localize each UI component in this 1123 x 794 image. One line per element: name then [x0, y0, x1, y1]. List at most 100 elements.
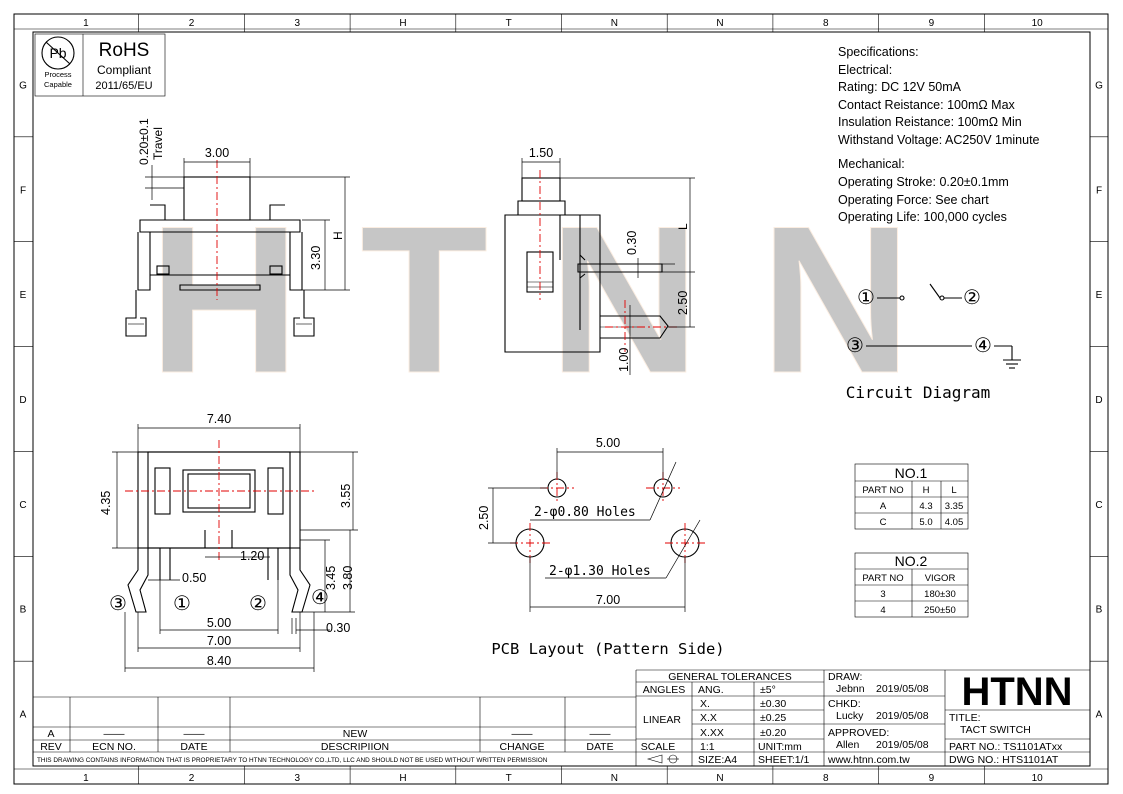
grid-row-label: G	[1095, 80, 1103, 91]
grid-column-label: H	[399, 773, 406, 784]
part-number: PART NO.: TS1101ATxx	[949, 741, 1063, 753]
pcb-caption: PCB Layout (Pattern Side)	[491, 640, 724, 658]
date2-value: ——	[590, 728, 612, 740]
scale-label: SCALE	[641, 741, 675, 753]
grid-column-label: 10	[1032, 18, 1044, 29]
dim-bottom-435: 4.35	[99, 491, 113, 515]
approved-name: Allen	[836, 739, 860, 751]
spec-electrical-heading: Electrical:	[838, 63, 892, 77]
scale-value: 1:1	[700, 741, 715, 753]
ecn-value: ——	[104, 728, 126, 740]
grid-column-label: T	[506, 773, 512, 784]
change-header: CHANGE	[500, 741, 545, 753]
dim-front-width: 3.00	[205, 146, 229, 160]
draw-name: Jebnn	[836, 683, 865, 695]
rev-header: REV	[40, 741, 62, 753]
draw-label: DRAW:	[828, 671, 862, 683]
front-view: 0.20±0.1 Travel 3.00 3.30 H	[125, 118, 350, 337]
dim-side-l: L	[676, 223, 690, 230]
rev-value: A	[47, 728, 54, 740]
spec-electrical-line: Contact Reistance: 100mΩ Max	[838, 98, 1016, 112]
spec-mechanical-line: Operating Life: 100,000 cycles	[838, 210, 1007, 224]
approved-date: 2019/05/08	[876, 739, 929, 751]
table-no1-cell: 5.0	[919, 517, 932, 528]
rohs-line-1: Compliant	[97, 63, 152, 77]
table-no1-title: NO.1	[895, 465, 928, 481]
table-no2-header: PART NO	[862, 573, 903, 584]
circuit-diagram: ① ② ③ ④ Circuit Diagram	[846, 283, 1021, 402]
website: www.htnn.com.tw	[827, 754, 910, 766]
date-value: ——	[184, 728, 206, 740]
dim-bottom-355: 3.55	[339, 484, 353, 508]
grid-column-label: 3	[294, 18, 300, 29]
pb-symbol: Pb	[49, 45, 66, 61]
drawing-number: DWG NO.: HTS1101AT	[949, 754, 1059, 766]
dim-side-width: 1.50	[529, 146, 553, 160]
grid-column-label: 9	[929, 773, 935, 784]
bottom-pin-1: ①	[173, 593, 191, 615]
circuit-caption: Circuit Diagram	[846, 383, 991, 402]
ecn-header: ECN NO.	[92, 741, 136, 753]
draw-date: 2019/05/08	[876, 683, 929, 695]
grid-column-label: 1	[83, 773, 89, 784]
table-no1-cell: 4.05	[945, 517, 964, 528]
table-no1-cell: 3.35	[945, 501, 964, 512]
grid-row-label: F	[1096, 185, 1102, 196]
linear-xx: X.X	[700, 712, 717, 724]
description-header: DESCRIPIION	[321, 741, 389, 753]
spec-electrical-line: Withstand Voltage: AC250V 1minute	[838, 133, 1040, 147]
dim-bottom-500: 5.00	[207, 616, 231, 630]
linear-x-value: ±0.30	[760, 698, 786, 710]
linear-xxx-value: ±0.20	[760, 727, 786, 739]
grid-row-label: D	[1095, 395, 1102, 406]
chkd-name: Lucky	[836, 710, 864, 722]
grid-column-label: 3	[294, 773, 300, 784]
watermark: HTNN	[148, 182, 912, 418]
table-no1-header: L	[951, 485, 956, 496]
title-value: TACT SWITCH	[960, 724, 1031, 736]
side-view: 1.50 L 0.30 2.50 1.00	[504, 146, 695, 375]
grid-column-label: 9	[929, 18, 935, 29]
projection-icon	[646, 754, 679, 764]
title-label: TITLE:	[949, 712, 981, 724]
change-value: ——	[512, 728, 534, 740]
unit-value: UNIT:mm	[758, 741, 802, 753]
pcb-layout: 5.00 2.50 7.00 2-φ0.80 Holes 2-φ1.30 Hol…	[477, 436, 725, 658]
dim-bottom-740: 7.40	[207, 412, 231, 426]
grid-column-label: 2	[189, 773, 195, 784]
table-no2: NO.2 PART NO VIGOR 3 180±30 4 250±50	[854, 552, 969, 618]
pb-caption-2: Capable	[44, 80, 72, 89]
table-no2-title: NO.2	[895, 553, 928, 569]
table-no2-cell: 4	[880, 605, 885, 616]
title-block: HTNN TITLE: TACT SWITCH PART NO.: TS1101…	[945, 670, 1090, 766]
grid-column-label: H	[399, 18, 406, 29]
date2-header: DATE	[586, 741, 613, 753]
spec-mechanical-heading: Mechanical:	[838, 157, 905, 171]
table-no1-header: H	[923, 485, 930, 496]
linear-xx-value: ±0.25	[760, 712, 786, 724]
circuit-pin-3: ③	[846, 335, 864, 357]
grid-row-label: C	[19, 500, 26, 511]
approvals-block: DRAW: Jebnn 2019/05/08 CHKD: Lucky 2019/…	[824, 670, 1090, 766]
grid-column-label: T	[506, 18, 512, 29]
dim-bottom-050: 0.50	[182, 571, 206, 585]
table-no1: NO.1 PART NO H L A 4.3 3.35 C 5.0 4.05	[854, 463, 969, 530]
bottom-pin-3: ③	[109, 593, 127, 615]
size-value: SIZE:A4	[698, 754, 737, 766]
ang-label: ANG.	[698, 684, 724, 696]
spec-mechanical-line: Operating Force: See chart	[838, 193, 989, 207]
tolerances-title: GENERAL TOLERANCES	[668, 671, 792, 683]
grid-row-label: A	[20, 710, 27, 721]
angles-label: ANGLES	[643, 684, 686, 696]
rohs-title: RoHS	[99, 40, 150, 61]
dim-bottom-840: 8.40	[207, 654, 231, 668]
dim-side-100: 1.00	[617, 348, 631, 372]
dim-front-h: H	[331, 231, 345, 240]
chkd-date: 2019/05/08	[876, 710, 929, 722]
linear-xxx: X.XX	[700, 727, 724, 739]
dim-pcb-250: 2.50	[477, 506, 491, 530]
table-no2-cell: 250±50	[924, 605, 956, 616]
